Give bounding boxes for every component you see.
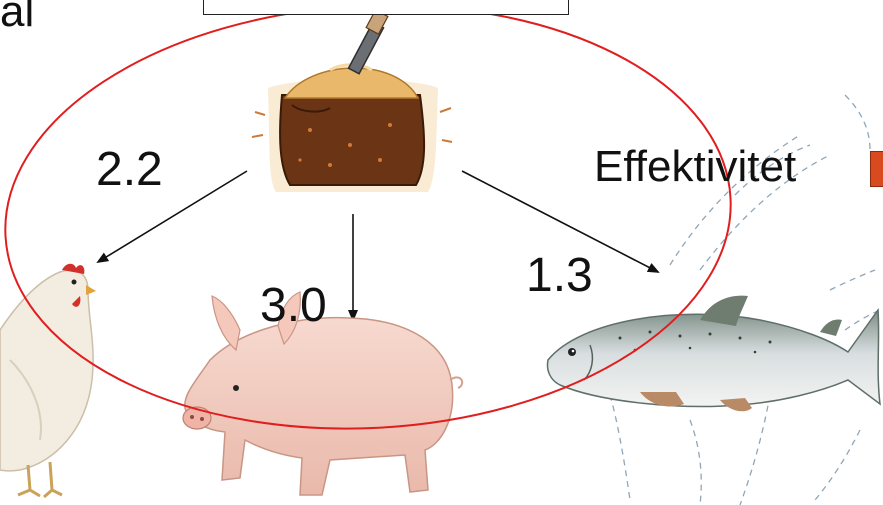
efficiency-label: Effektivitet (594, 142, 797, 191)
chicken-icon (0, 263, 96, 499)
ratio-chicken: 2.2 (96, 143, 163, 196)
arrow-to-fish (461, 170, 660, 273)
ratio-fish: 1.3 (526, 249, 593, 302)
pig-icon (182, 291, 464, 496)
arrow-to-chicken (96, 170, 248, 264)
title-box-fragment (203, 0, 569, 15)
water-dash-lines (609, 94, 881, 505)
salmon-icon (546, 295, 881, 412)
ratio-pig: 3.0 (260, 279, 327, 332)
feed-sack-icon (251, 9, 453, 192)
color-swatch (870, 151, 883, 187)
title-fragment: al (0, 0, 35, 36)
